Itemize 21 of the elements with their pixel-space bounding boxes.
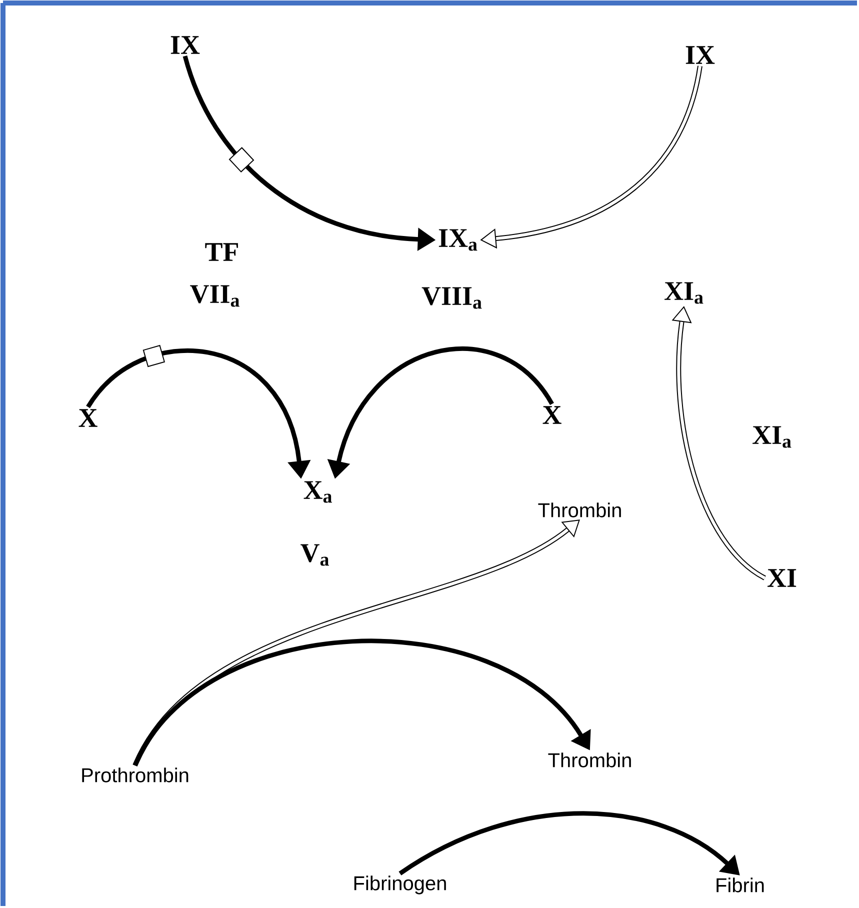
factor-label: Fibrin [716,878,764,892]
cofactor-label: TF [205,243,238,261]
factor-label: IX$_{a}$ [438,229,478,251]
factor-label: XI$_{a}$ [664,282,704,304]
factor-label: XI [768,569,796,587]
edge-label: XI$_{a}$ [751,425,793,449]
arrow [672,306,766,580]
factor-label: Thrombin [548,752,631,768]
factor-label: X$_{a}$ [304,481,332,503]
arrow [132,520,580,767]
factor-label: Prothrombin [82,768,188,782]
cofactor-label: VIII$_{a}$ [422,287,482,309]
factor-label: Fibrinogen [354,876,446,894]
factor-label: X [78,409,98,427]
factor-label: IX [686,46,715,64]
factor-label: IX [170,36,200,54]
factor-label: Thrombin [538,502,621,518]
arrow [133,639,591,767]
cofactor-label: VII$_{a}$ [190,285,240,307]
factor-label: X [542,406,562,424]
cofactor-label: V$_{a}$ [300,544,329,566]
